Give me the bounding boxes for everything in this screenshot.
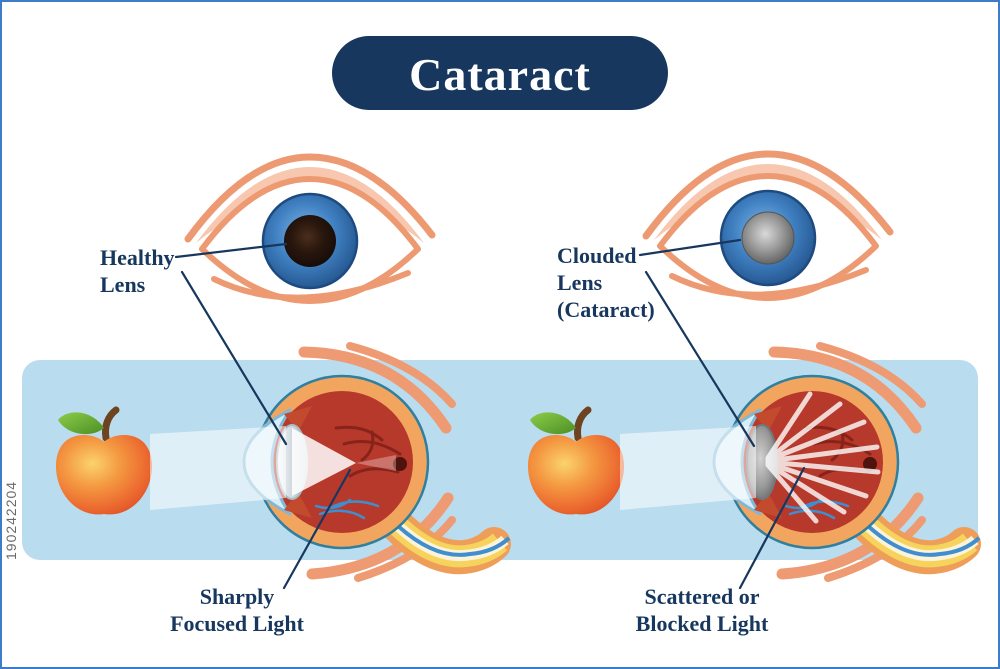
title-pill	[332, 36, 668, 110]
label-healthy-lens-line2: Lens	[100, 272, 146, 297]
pointer-clouded-to-pupil	[638, 238, 742, 257]
label-sharply-focused-line1: Sharply	[200, 584, 275, 609]
beam-entry-right	[620, 426, 756, 510]
pointer-clouded-to-lens	[644, 270, 756, 448]
pointer-lines	[174, 238, 806, 590]
background-band	[22, 360, 978, 560]
light-beam-healthy	[150, 426, 396, 510]
label-scattered-blocked-line1: Scattered or	[644, 584, 759, 609]
labels: Healthy Lens Clouded Lens (Cataract) Sha…	[100, 243, 769, 636]
label-scattered-blocked-line2: Blocked Light	[636, 611, 769, 636]
clouded-eye-front	[646, 154, 890, 298]
clouded-pupil	[741, 211, 795, 265]
watermark-number: 190242204	[3, 481, 19, 560]
label-clouded-lens-line1: Clouded	[557, 243, 636, 268]
label-clouded-lens-line3: (Cataract)	[557, 297, 655, 322]
scattered-rays	[765, 391, 881, 524]
healthy-pupil	[284, 215, 336, 267]
pointer-healthy-to-lens	[180, 270, 288, 446]
pointer-healthy-to-pupil	[174, 242, 288, 259]
healthy-eye-front	[188, 157, 432, 301]
pointer-focused-light	[282, 468, 352, 590]
focused-cone-tail	[356, 455, 396, 471]
label-healthy-lens-line1: Healthy	[100, 245, 175, 270]
focused-cone	[292, 428, 356, 496]
label-sharply-focused-line2: Focused Light	[170, 611, 305, 636]
label-clouded-lens-line2: Lens	[557, 270, 603, 295]
page-title: Cataract	[409, 49, 591, 100]
beam-entry-left	[150, 426, 286, 510]
light-beam-clouded	[620, 391, 881, 524]
pointer-scattered-light	[738, 466, 806, 590]
